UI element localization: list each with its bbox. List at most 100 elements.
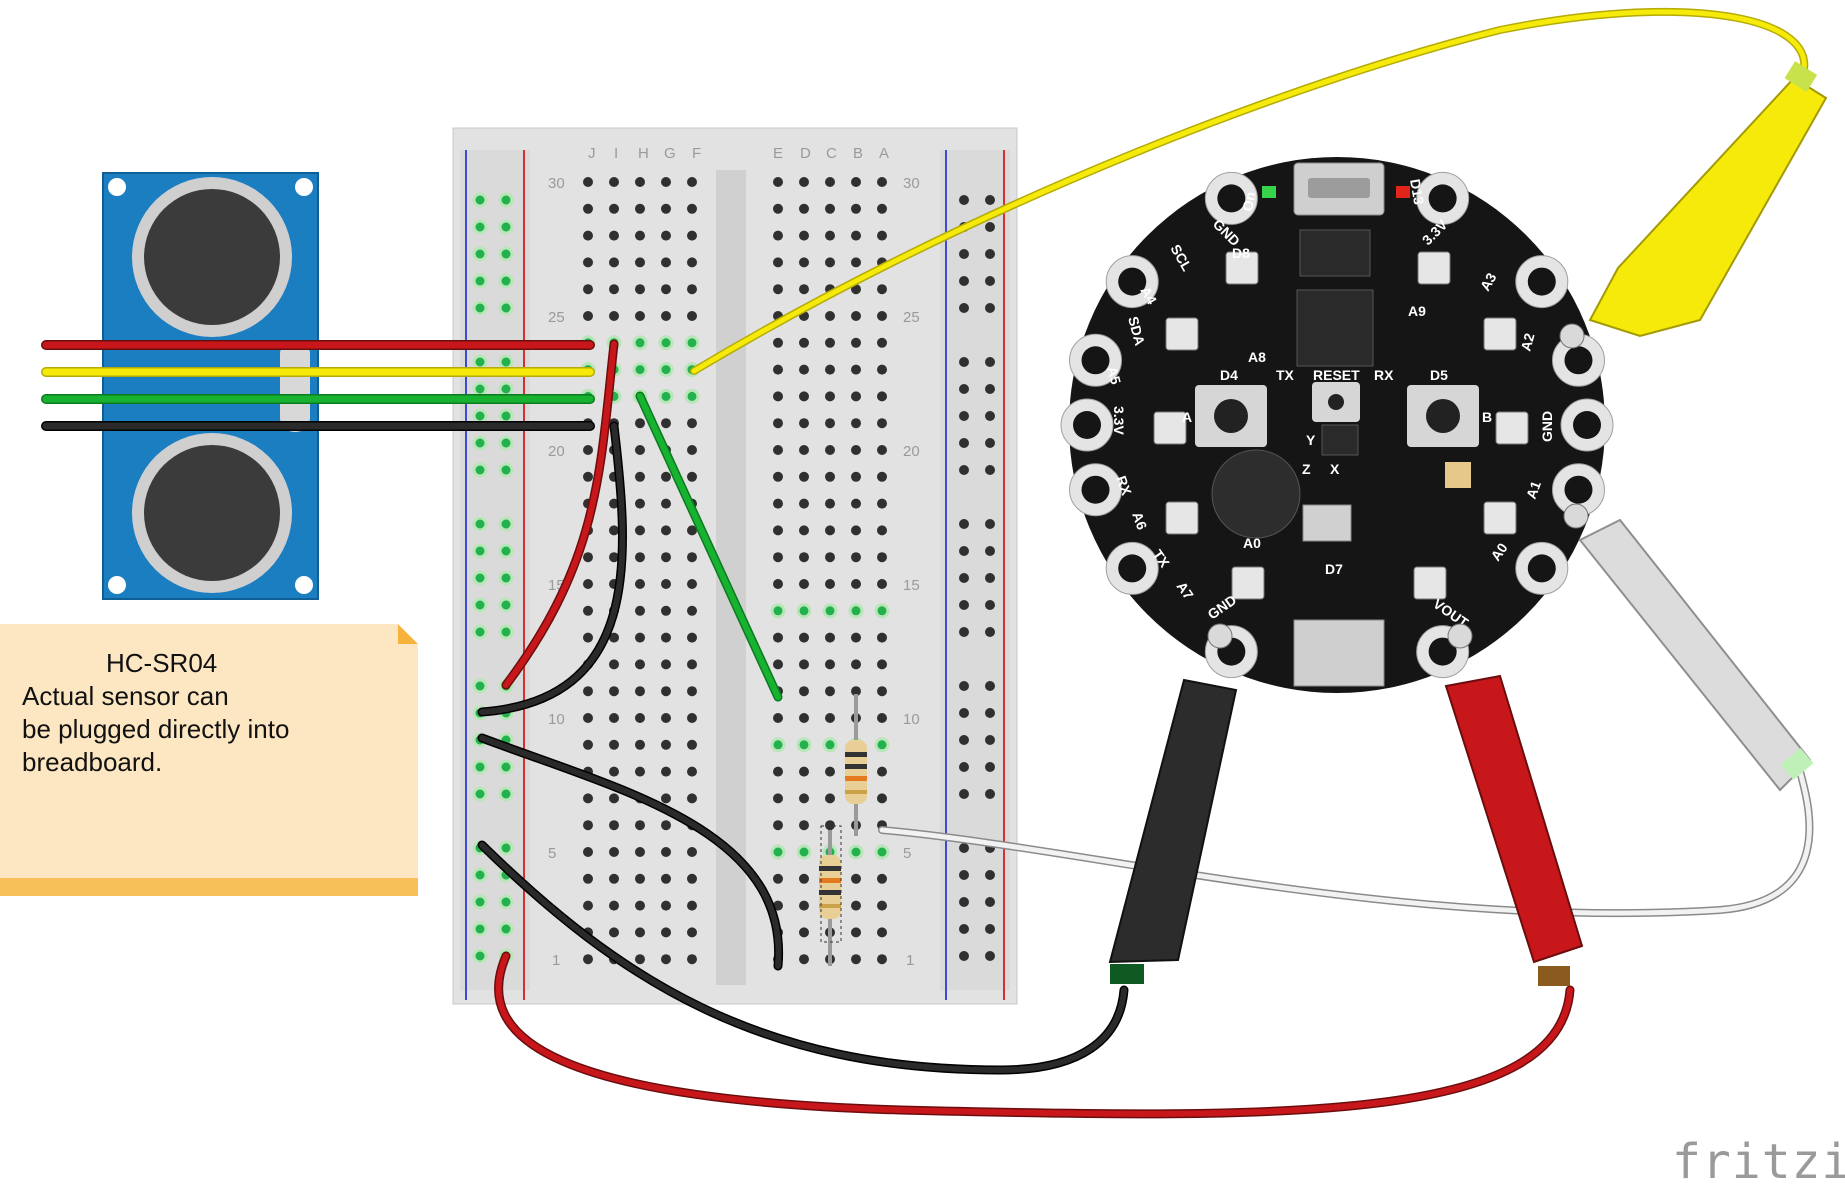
breadboard-hole — [773, 713, 783, 723]
col-letter-f: F — [692, 145, 701, 162]
breadboard-hole — [498, 543, 514, 559]
breadboard-hole — [773, 391, 783, 402]
breadboard-hole — [877, 713, 887, 723]
breadboard-hole — [687, 927, 697, 938]
breadboard-hole — [773, 579, 783, 589]
breadboard-hole — [687, 713, 697, 723]
breadboard-hole — [799, 954, 809, 965]
breadboard-hole — [825, 632, 835, 643]
breadboard-hole — [635, 766, 645, 777]
breadboard-hole — [985, 627, 995, 637]
breadboard-hole — [583, 552, 593, 563]
row-number-1-right: 1 — [906, 952, 914, 969]
breadboard-hole — [877, 177, 887, 187]
breadboard-hole — [773, 552, 783, 563]
label-d8: D8 — [1232, 245, 1250, 261]
breadboard-hole — [822, 603, 838, 619]
breadboard-hole — [799, 766, 809, 777]
breadboard-hole — [851, 927, 861, 938]
breadboard-hole — [472, 408, 488, 424]
breadboard-hole — [985, 276, 995, 286]
breadboard-hole — [609, 713, 619, 723]
breadboard-hole — [877, 552, 887, 563]
breadboard-hole — [851, 873, 861, 884]
breadboard-hole — [498, 246, 514, 262]
breadboard-hole — [687, 177, 697, 187]
breadboard-hole — [658, 362, 674, 378]
breadboard-hole — [632, 335, 648, 351]
board-pad-hole — [1428, 637, 1457, 666]
breadboard-hole — [472, 192, 488, 208]
breadboard-hole — [635, 284, 645, 295]
row-number-10-right: 10 — [903, 711, 920, 728]
row-number-5-right: 5 — [903, 845, 911, 862]
breadboard-hole — [877, 579, 887, 589]
breadboard-hole — [661, 525, 671, 536]
breadboard-hole — [959, 789, 969, 799]
label-a9: A9 — [1408, 303, 1426, 319]
breadboard-hole — [825, 686, 835, 697]
breadboard-hole — [959, 681, 969, 691]
breadboard-hole — [773, 418, 783, 429]
breadboard-hole — [609, 659, 619, 670]
label-axis-x: X — [1330, 461, 1340, 477]
label-a3: A3 — [1477, 270, 1500, 294]
breadboard-hole — [825, 177, 835, 187]
breadboard-hole — [773, 659, 783, 670]
breadboard-hole — [985, 384, 995, 394]
breadboard-hole — [687, 847, 697, 857]
row-number-1: 1 — [552, 952, 560, 969]
breadboard-hole — [851, 391, 861, 402]
breadboard-hole — [635, 177, 645, 187]
breadboard-hole — [799, 257, 809, 268]
label-a2: A2 — [1517, 331, 1537, 353]
breadboard-hole — [799, 873, 809, 884]
col-letter-g: G — [664, 145, 676, 162]
breadboard-hole — [472, 597, 488, 613]
breadboard-hole — [985, 222, 995, 232]
breadboard-hole — [472, 462, 488, 478]
label-axis-z: Z — [1302, 461, 1311, 477]
board-pad-hole — [1428, 184, 1457, 213]
breadboard-hole — [851, 659, 861, 670]
breadboard-hole — [583, 257, 593, 268]
breadboard-hole — [661, 632, 671, 643]
breadboard-hole — [877, 927, 887, 938]
breadboard-hole — [635, 632, 645, 643]
breadboard-hole — [851, 632, 861, 643]
breadboard-hole — [773, 257, 783, 268]
breadboard-hole — [851, 311, 861, 321]
ultrasonic-sensor — [102, 172, 319, 600]
circuit-playground-board: On D13 GND 3.3V D8 SCL A4 A3 A9 A8 SDA A… — [1060, 157, 1614, 693]
breadboard-hole — [825, 230, 835, 241]
breadboard-hole — [825, 257, 835, 268]
breadboard-hole — [498, 408, 514, 424]
row-number-25: 25 — [548, 309, 565, 326]
breadboard-hole — [773, 498, 783, 509]
breadboard-hole — [773, 525, 783, 536]
breadboard-hole — [498, 354, 514, 370]
label-rx: RX — [1374, 367, 1394, 383]
breadboard-hole — [985, 546, 995, 556]
breadboard-hole — [985, 465, 995, 475]
label-d4: D4 — [1220, 367, 1238, 383]
breadboard-hole — [851, 954, 861, 965]
breadboard-hole — [877, 525, 887, 536]
row-number-15-right: 15 — [903, 577, 920, 594]
breadboard-hole — [498, 624, 514, 640]
row-number-5: 5 — [548, 845, 556, 862]
breadboard-hole — [877, 766, 887, 777]
breadboard-hole — [583, 847, 593, 857]
breadboard-hole — [687, 579, 697, 589]
breadboard-hole — [661, 793, 671, 804]
breadboard-hole — [583, 605, 593, 616]
breadboard-hole — [687, 793, 697, 804]
row-number-20-right: 20 — [903, 443, 920, 460]
breadboard-hole — [661, 471, 671, 482]
breadboard-hole — [825, 552, 835, 563]
breadboard-hole — [959, 870, 969, 880]
breadboard-hole — [609, 820, 619, 831]
breadboard-hole — [687, 311, 697, 321]
board-pad-hole — [1527, 554, 1556, 583]
breadboard-hole — [877, 954, 887, 965]
